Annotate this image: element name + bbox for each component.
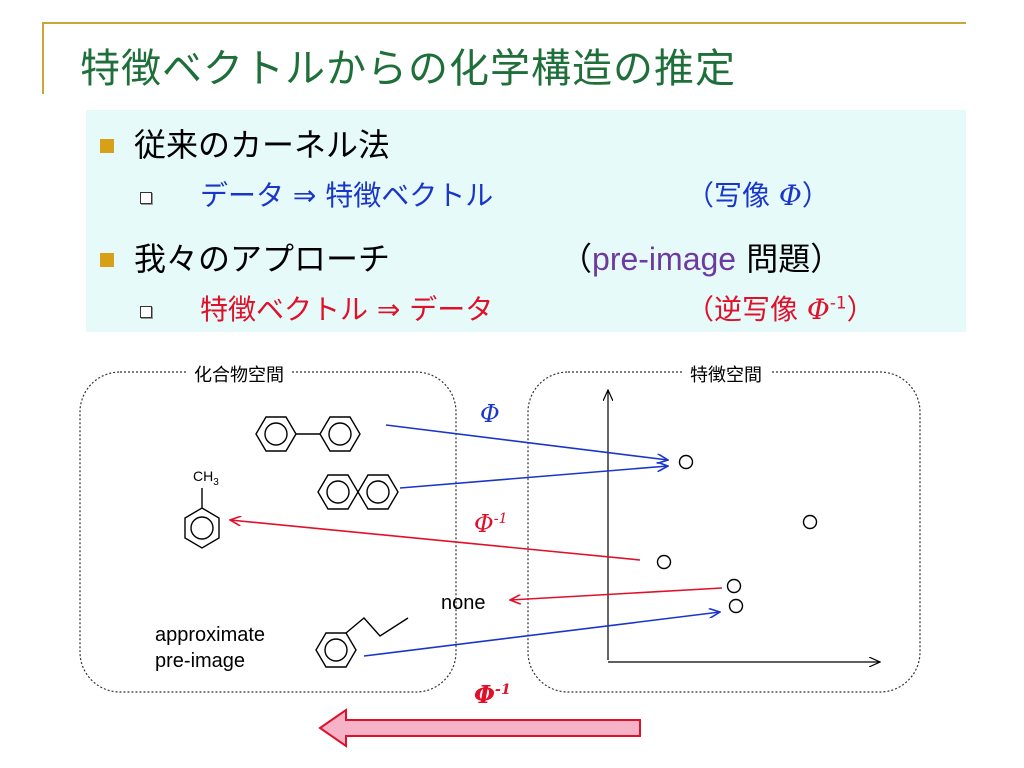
sub-bullet-data-to-feature-text: データ ⇒ 特徴ベクトル [200,179,494,212]
biphenyl-structure [255,416,361,452]
feature-space-label: 特徴空間 [682,361,770,387]
bullet-kernel-method: 従来のカーネル法 [134,126,391,164]
mapping-paren-open: （写像 [686,179,779,212]
inverse-paren-close: ） [846,293,875,326]
title-top-rule [42,22,966,24]
approximate-label: approximate [155,624,266,646]
ch3-subscript: 3 [213,476,219,488]
ch3-label: CH3 [193,468,219,488]
feature-point [802,514,818,530]
inverse-mapping-note: （逆写像 Φ-1） [686,288,875,328]
sub-bullet-icon [140,192,152,204]
phi-inverse-label-bottom: Φ-1 [474,680,511,709]
feature-point [728,598,744,614]
phi-label-top: Φ [480,400,500,428]
pre-image-problem-note: （pre-image 問題） [560,234,842,280]
feature-point [726,578,742,594]
sub-bullet-icon [140,306,152,318]
phi-symbol: Φ [806,293,830,326]
sub-bullet-data-to-feature: データ ⇒ 特徴ベクトル [200,174,493,214]
feature-point [678,454,694,470]
inverse-paren-open: （逆写像 [686,293,807,326]
problem-text: 問題） [736,240,843,278]
pre-image-label: pre-image [155,650,246,672]
feature-point [656,554,672,570]
phi-symbol: Φ [778,179,802,212]
sub-bullet-feature-to-data: 特徴ベクトル ⇒ データ [200,293,494,326]
title-left-rule [42,22,44,94]
phi-inverse-bottom-symbol: Φ [474,680,495,709]
bullet-our-approach: 我々のアプローチ [134,240,391,278]
bullet-square-icon [100,139,114,153]
bullet-square-icon [100,253,114,267]
phi-arrow-biphenyl [385,424,668,460]
inverse-direction-arrow [318,708,641,748]
phi-arrow-propylbenzene [363,612,720,657]
bullet-panel [86,110,966,332]
slide-title: 特徴ベクトルからの化学構造の推定 [80,46,736,92]
naphthalene-structure [317,474,399,510]
inverse-arrow-toluene [230,520,641,561]
toluene-structure [184,488,220,549]
compound-space-box [79,371,457,693]
inverse-superscript: -1 [829,292,847,313]
phi-inverse-mid-symbol: Φ [474,510,494,538]
compound-space-label: 化合物空間 [186,361,292,387]
phi-inverse-label-mid: Φ-1 [474,510,508,538]
phi-inverse-bottom-sup: -1 [494,681,511,698]
mapping-paren-close: ） [801,179,830,212]
inverse-arrow-none [510,587,723,600]
ch3-text: CH [193,468,214,484]
feature-space-box [527,371,921,693]
propylbenzene-structure [315,617,409,668]
paren-open: （ [560,240,593,278]
none-label: none [441,592,486,614]
pre-image-term: pre-image [592,241,737,277]
phi-arrow-naphthalene [399,466,668,489]
phi-inverse-mid-sup: -1 [493,511,508,527]
mapping-phi-note: （写像 Φ） [686,174,830,214]
